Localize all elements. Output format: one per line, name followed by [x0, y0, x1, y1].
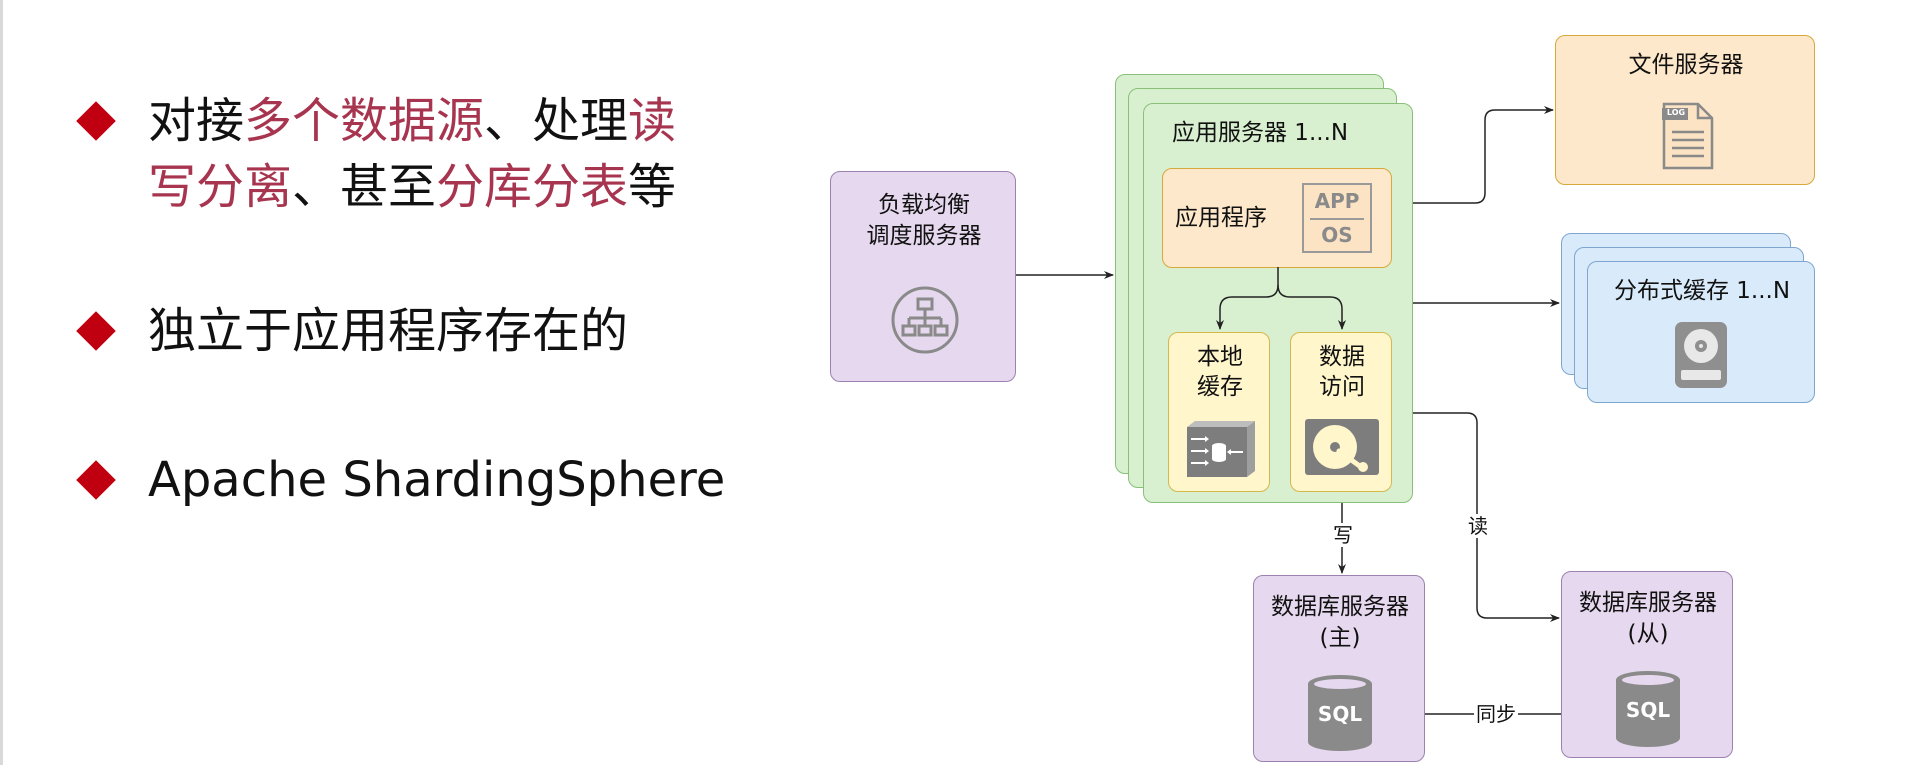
slide-left-edge — [0, 0, 3, 765]
disk-drive-icon — [1675, 322, 1727, 388]
app-os-divider — [1310, 218, 1364, 220]
log-file-icon — [1662, 102, 1714, 170]
log-tag-label: LOG — [1666, 108, 1686, 117]
data-access-label-1: 数据 — [1319, 344, 1365, 370]
db-master-node: 数据库服务器 (主) SQL — [1253, 575, 1425, 762]
text-segment: 、甚至 — [292, 159, 437, 215]
app-server-node: 应用服务器 1...N 应用程序 APP OS 本地 缓存 数据 访问 — [1143, 103, 1413, 503]
app-program-node: 应用程序 APP OS — [1162, 168, 1392, 268]
text-segment: 对接 — [148, 93, 245, 149]
db-master-label-1: 数据库服务器 — [1271, 594, 1409, 620]
file-server-title: 文件服务器 — [1628, 52, 1744, 78]
data-access-node: 数据 访问 — [1290, 332, 1392, 492]
app-program-label: 应用程序 — [1175, 205, 1267, 231]
bullet-diamond-icon — [76, 311, 116, 351]
text-segment: 、处理 — [484, 93, 629, 149]
local-cache-node: 本地 缓存 — [1168, 332, 1270, 492]
load-balancer-node: 负载均衡 调度服务器 — [830, 171, 1016, 382]
edge-label-read: 读 — [1466, 514, 1490, 538]
highlight-sharding: 分库分表 — [436, 159, 629, 215]
edge-app-to-file — [1413, 106, 1554, 204]
db-slave-node: 数据库服务器 (从) SQL — [1561, 571, 1733, 758]
app-server-title: 应用服务器 1...N — [1172, 120, 1349, 146]
db-master-label-2: (主) — [1319, 625, 1361, 651]
db-slave-label-2: (从) — [1627, 621, 1669, 647]
local-cache-label-2: 缓存 — [1197, 374, 1243, 400]
bullet-text: 独立于应用程序存在的 — [148, 303, 629, 359]
file-server-node: 文件服务器 LOG — [1555, 35, 1815, 185]
edge-label-write: 写 — [1331, 523, 1355, 547]
sql-database-icon — [1616, 671, 1680, 747]
sql-database-icon — [1308, 675, 1372, 751]
dist-cache-title: 分布式缓存 1...N — [1613, 278, 1791, 304]
load-balancer-label-1: 负载均衡 — [878, 192, 970, 218]
text-segment: 等 — [628, 159, 677, 215]
network-tree-icon — [891, 286, 959, 354]
highlight-multi-datasource: 多个数据源 — [244, 93, 485, 149]
data-access-label-2: 访问 — [1319, 374, 1365, 400]
bullet-diamond-icon — [76, 101, 116, 141]
cache-transfer-icon — [1187, 421, 1255, 477]
db-slave-sql-label: SQL — [1625, 698, 1671, 722]
edge-label-sync: 同步 — [1474, 702, 1518, 726]
load-balancer-label-2: 调度服务器 — [866, 223, 982, 249]
db-master-sql-label: SQL — [1317, 702, 1363, 726]
db-slave-label-1: 数据库服务器 — [1579, 590, 1717, 616]
hard-disk-icon — [1305, 419, 1379, 475]
dist-cache-node: 分布式缓存 1...N — [1587, 261, 1815, 403]
bullet-diamond-icon — [76, 460, 116, 500]
bullet-text-line2: 写分离、甚至分库分表等 — [148, 154, 676, 220]
bullet-text: Apache ShardingSphere — [148, 452, 726, 508]
app-os-icon: APP OS — [1302, 183, 1372, 253]
local-cache-label-1: 本地 — [1197, 344, 1243, 370]
os-label: OS — [1321, 223, 1353, 247]
highlight-read: 读 — [628, 93, 677, 149]
app-label: APP — [1314, 189, 1360, 213]
highlight-write-split: 写分离 — [148, 159, 293, 215]
bullet-text-line1: 对接多个数据源、处理读 — [148, 88, 676, 154]
